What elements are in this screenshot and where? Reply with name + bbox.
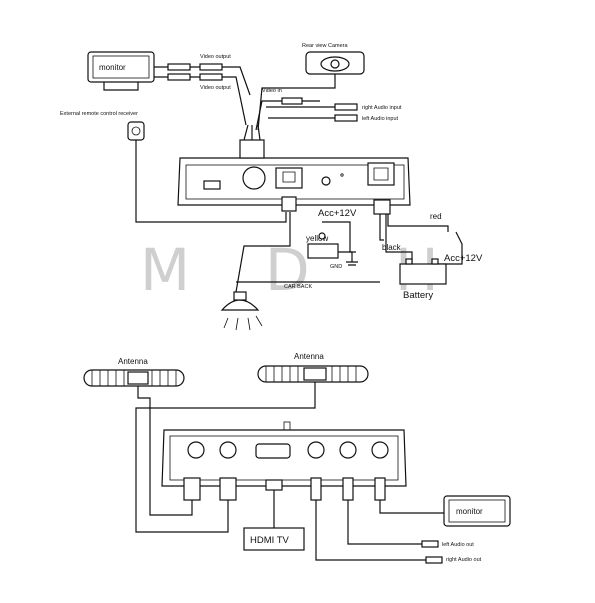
ir-receiver: External remote control receiver (60, 111, 287, 223)
antenna-right: Antenna (135, 352, 369, 533)
right-audio-input-label: right Audio input (362, 105, 402, 111)
top-monitor: monitor (87, 51, 155, 91)
bottom-monitor-label: monitor (456, 507, 483, 516)
audio-out-cables: left Audio out right Audio out (315, 500, 482, 564)
battery-label: Battery (403, 290, 433, 301)
antenna-left-label: Antenna (118, 357, 148, 366)
video-output-connectors: Video output Video output (154, 54, 251, 126)
red-label: red (430, 212, 442, 221)
right-audio-out-label: right Audio out (446, 557, 482, 563)
watermark-m: M (140, 236, 190, 304)
car-back-label: CAR BACK (284, 284, 312, 290)
hdmi-tv: HDMI TV (243, 490, 305, 551)
rear-camera: Rear view Camera (257, 43, 365, 131)
rear-camera-label: Rear view Camera (302, 43, 348, 49)
antenna-right-label: Antenna (294, 352, 324, 361)
video-output-label: Video output (200, 54, 231, 60)
acc-label: Acc+12V (318, 208, 357, 219)
acc2-label: Acc+12V (444, 253, 483, 264)
yellow-label: yellow (306, 234, 328, 243)
car-back-lamp (220, 291, 263, 331)
top-tuner-box (177, 124, 411, 215)
left-audio-out-label: left Audio out (442, 542, 474, 548)
top-monitor-label: monitor (99, 63, 126, 72)
audio-input-connectors: right Audio input left Audio input (266, 103, 402, 122)
acc-wiring: Acc+12V yellow GND CAR BACK (235, 208, 380, 293)
antenna-left: Antenna (83, 357, 193, 516)
left-audio-input-label: left Audio input (362, 116, 399, 122)
video-in-label: Video in (262, 88, 282, 94)
ir-receiver-label: External remote control receiver (60, 111, 138, 117)
black-label: black (382, 243, 402, 252)
bottom-tuner-box (161, 421, 407, 501)
battery-wiring: red black Battery Acc+12V (379, 212, 483, 301)
video-in-cable: Video in (255, 88, 320, 131)
watermark-d: D (265, 236, 310, 304)
video-output-label-2: Video output (200, 85, 231, 91)
gnd-label: GND (330, 264, 342, 270)
bottom-monitor: monitor (379, 495, 511, 527)
hdmi-tv-label: HDMI TV (250, 535, 290, 546)
